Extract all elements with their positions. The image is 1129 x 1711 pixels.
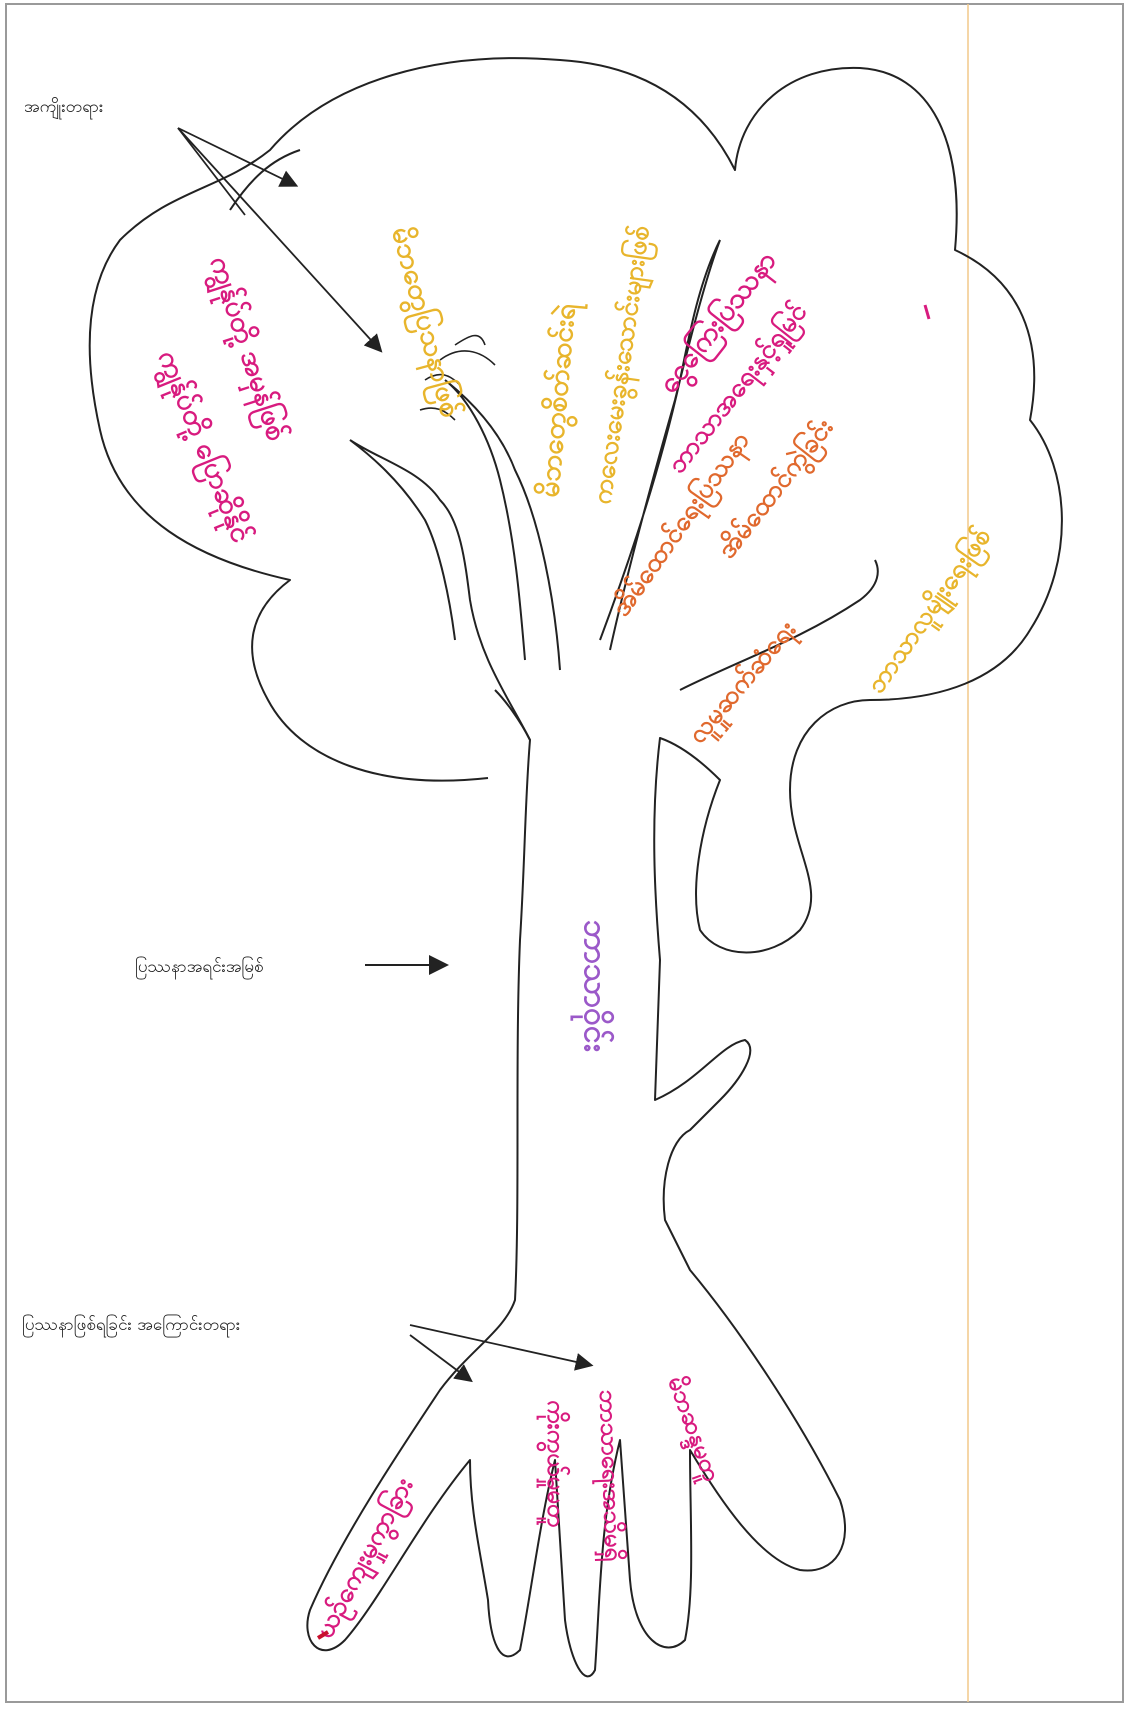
effects-label: အကျိုးတရား — [24, 97, 103, 120]
causes-arrows — [410, 1325, 590, 1380]
trunk-text: ဘာသာဝိုင်း — [570, 920, 615, 1052]
core-problem-label: ပြဿနာအရင်းအမြစ် — [135, 955, 264, 980]
effects-arrows — [178, 128, 380, 350]
leaves-group: မိဘတွေပြသနာဖြစ် မိဘတွေစိတ်ဆင်းရဲ ကလေးမေး… — [144, 223, 1002, 754]
leaf-text: ငွေကြေးပြဿနာ — [650, 243, 788, 404]
root-text: ဘာသာရေးအသိမရှိ — [588, 1389, 629, 1562]
root-text: မိဘဆန္ဒမတူ — [657, 1372, 727, 1487]
leaf-text: လူမှုဆက်ဆံရေး — [682, 614, 807, 753]
leaf-text: မိဘတွေစိတ်ဆင်းရဲ — [531, 300, 589, 499]
branch-left — [350, 440, 530, 740]
root-text: ကိုးကွယ်မှုမတူ — [536, 1400, 571, 1527]
leaf-text: ကလေးမေးခွန်းသောင်းများဖြစ် — [584, 223, 662, 507]
root-text: ယဉ်ကျေးမှုကွာခြား — [307, 1471, 425, 1646]
small-mark — [925, 305, 929, 319]
causes-label: ပြဿနာဖြစ်ရခြင်း အကြောင်းတရား — [22, 1313, 240, 1338]
leaf-text: မိဘတွေပြသနာဖြစ် — [378, 223, 469, 423]
